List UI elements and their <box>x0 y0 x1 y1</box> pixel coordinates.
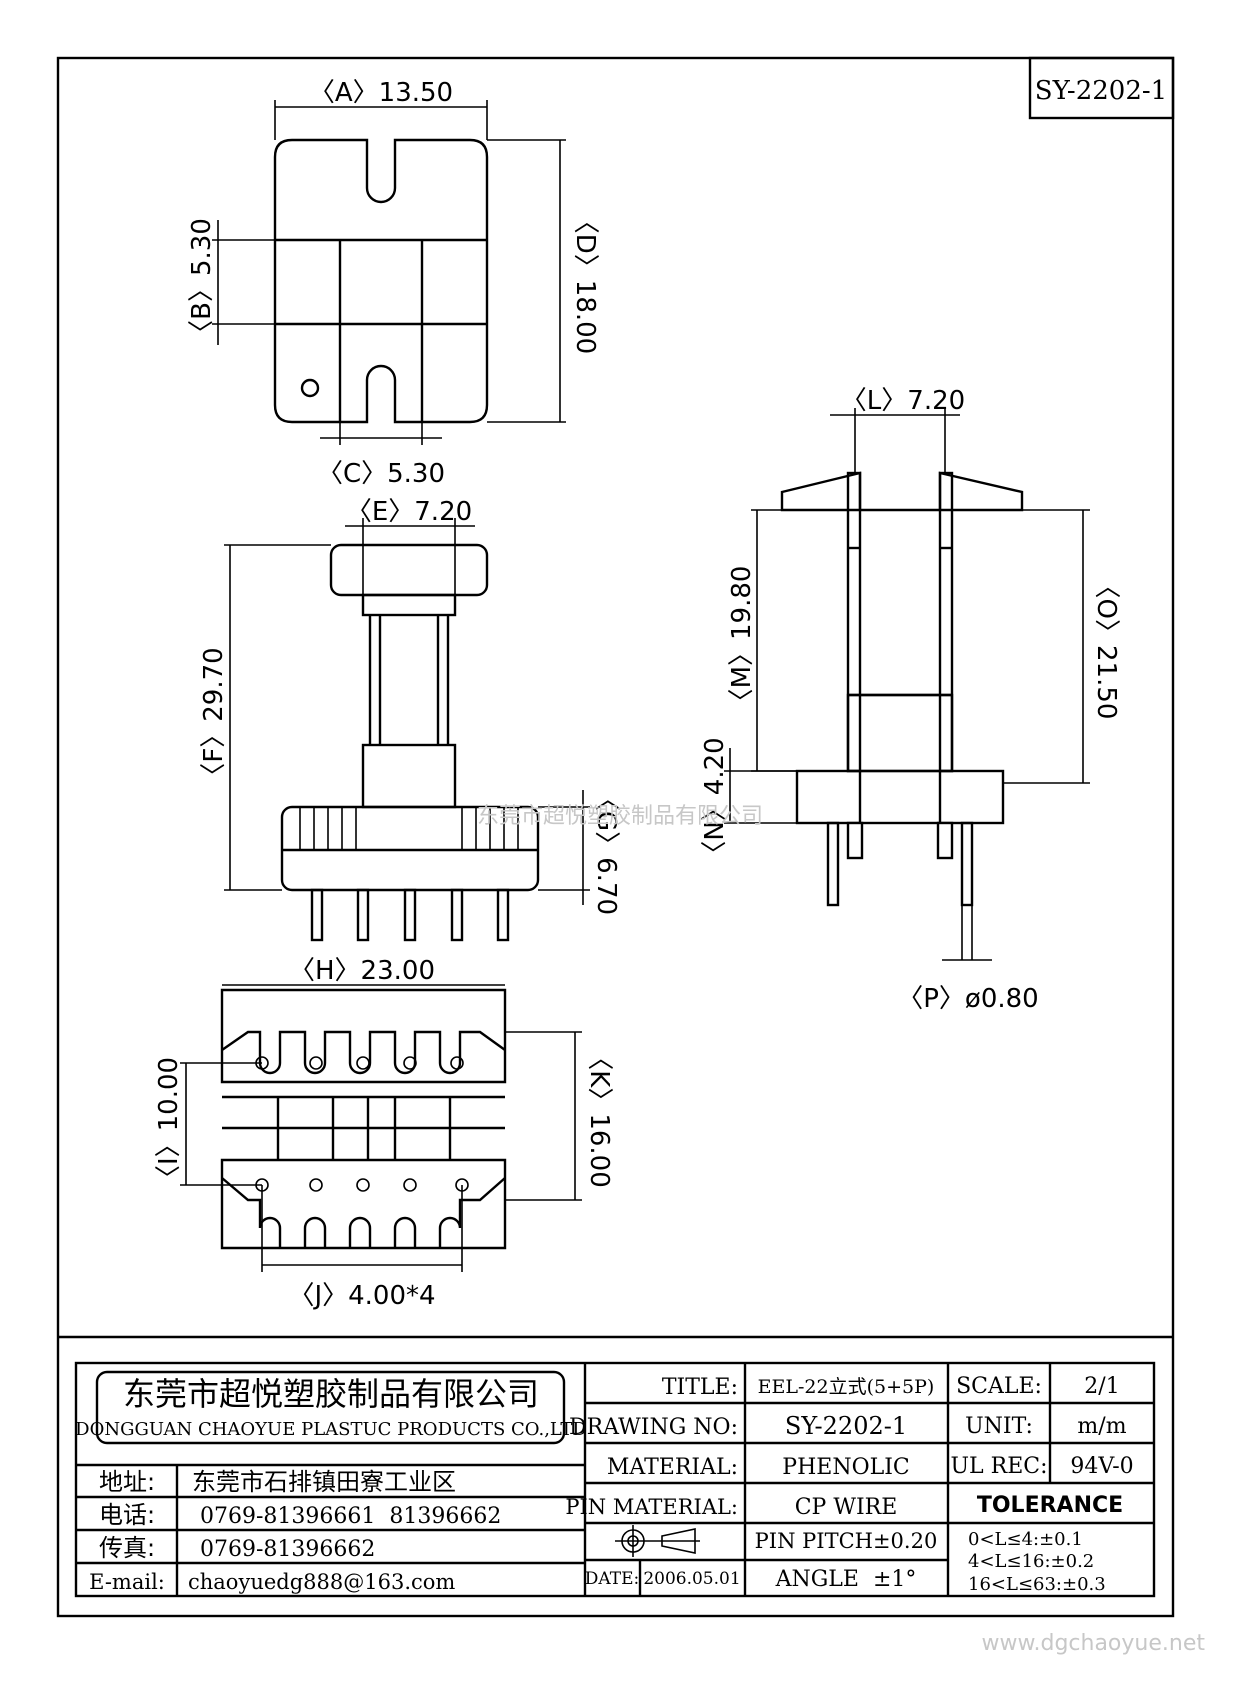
drawing-frame <box>56 56 1175 1618</box>
projection-symbol-icon <box>615 1525 700 1557</box>
dim-g-label: 〈G〉6.70 <box>591 785 621 915</box>
angle-value: ANGLE ±1° <box>775 1567 917 1592</box>
dim-b-label: 〈B〉5.30 <box>187 218 217 346</box>
dim-m-label: 〈M〉19.80 <box>727 566 757 715</box>
tolerance-row-2: 4<L≤16:±0.2 <box>968 1551 1094 1572</box>
pin-material-label: PIN MATERIAL: <box>565 1495 738 1519</box>
email-label: E-mail: <box>89 1570 165 1594</box>
drawing-no-value: SY-2202-1 <box>785 1412 907 1440</box>
tolerance-label: TOLERANCE <box>977 1493 1123 1518</box>
dim-d-label: 〈D〉18.00 <box>570 208 600 354</box>
date-label: DATE: <box>585 1569 639 1589</box>
tolerance-row-3: 16<L≤63:±0.3 <box>968 1574 1106 1595</box>
ul-label: UL REC: <box>950 1454 1047 1479</box>
email-value: chaoyuedg888@163.com <box>188 1570 455 1594</box>
dim-p-label: 〈P〉ø0.80 <box>897 984 1038 1014</box>
side-view: 〈L〉7.20 〈M〉19.80 〈N〉4.20 〈O〉21.50 〈P〉ø0.… <box>700 386 1121 1014</box>
scale-label: SCALE: <box>956 1374 1042 1399</box>
dim-h-label: 〈H〉23.00 <box>289 956 435 986</box>
drawing-code-box <box>1028 56 1175 120</box>
unit-label: UNIT: <box>965 1414 1033 1439</box>
material-label: MATERIAL: <box>607 1455 738 1480</box>
footer-watermark: www.dgchaoyue.net <box>982 1631 1206 1656</box>
address-value: 东莞市石排镇田寮工业区 <box>192 1468 456 1496</box>
dim-j-label: 〈J〉4.00*4 <box>288 1281 435 1311</box>
dim-l-label: 〈L〉7.20 <box>841 386 965 416</box>
title-value: EEL-22立式(5+5P) <box>758 1376 935 1398</box>
top-view: 〈A〉13.50 〈B〉5.30 〈C〉5.30 〈D〉18.00 <box>187 78 600 489</box>
date-value: 2006.05.01 <box>643 1569 740 1589</box>
company-name-en: DONGGUAN CHAOYUE PLASTUC PRODUCTS CO.,LT… <box>75 1419 587 1440</box>
dim-o-label: 〈O〉21.50 <box>1091 573 1121 720</box>
title-block: 东莞市超悦塑胶制品有限公司 DONGGUAN CHAOYUE PLASTUC P… <box>58 1335 1173 1598</box>
fax-value: 0769-81396662 <box>200 1537 375 1562</box>
phone-value: 0769-81396661 81396662 <box>200 1504 501 1529</box>
title-label: TITLE: <box>662 1375 738 1400</box>
pin-pitch-value: PIN PITCH±0.20 <box>755 1529 938 1553</box>
dim-k-label: 〈K〉16.00 <box>584 1044 614 1187</box>
tolerance-row-1: 0<L≤4:±0.1 <box>968 1529 1083 1550</box>
center-watermark: 东莞市超悦塑胶制品有限公司 <box>477 804 763 829</box>
address-label: 地址: <box>99 1468 155 1496</box>
dim-f-label: 〈F〉29.70 <box>199 647 229 788</box>
front-view: 〈E〉7.20 〈F〉29.70 〈G〉6.70 <box>199 497 621 942</box>
unit-value: m/m <box>1077 1414 1126 1439</box>
company-name-cn: 东莞市超悦塑胶制品有限公司 <box>123 1375 539 1413</box>
phone-label: 电话: <box>99 1501 155 1529</box>
scale-value: 2/1 <box>1084 1374 1119 1399</box>
dim-n-label: 〈N〉4.20 <box>700 737 730 866</box>
dim-e-label: 〈E〉7.20 <box>346 497 472 527</box>
dim-i-label: 〈I〉10.00 <box>154 1057 184 1191</box>
pin-material-value: CP WIRE <box>795 1495 898 1520</box>
dim-a-label: 〈A〉13.50 <box>309 78 453 108</box>
bottom-view: 〈H〉23.00 〈I〉10.00 〈J〉4.00*4 〈K〉16.00 <box>154 956 614 1311</box>
drawing-no-label: DRAWING NO: <box>569 1415 738 1440</box>
fax-label: 传真: <box>99 1534 155 1562</box>
dim-c-label: 〈C〉5.30 <box>317 459 445 489</box>
drawing-code: SY-2202-1 <box>1035 76 1167 106</box>
ul-value: 94V-0 <box>1070 1454 1133 1479</box>
material-value: PHENOLIC <box>782 1455 909 1480</box>
